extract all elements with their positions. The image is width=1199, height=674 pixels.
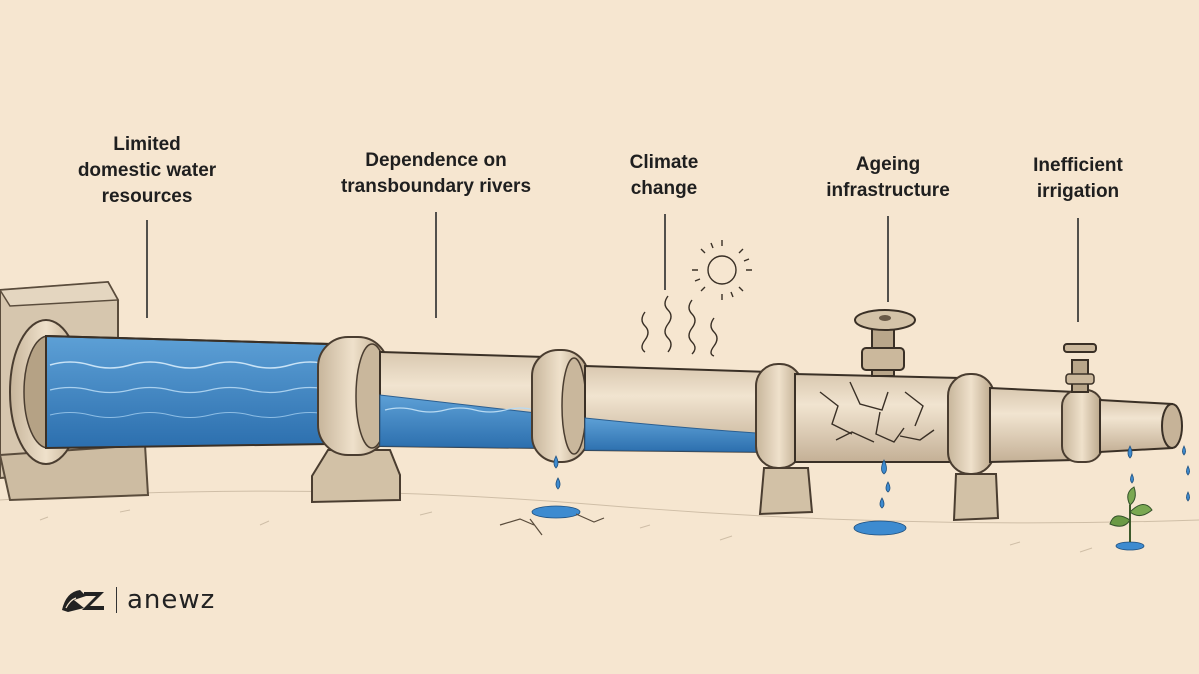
- ground-crack: [499, 513, 605, 536]
- label-limited-domestic-water-resources: Limited domestic water resources: [42, 132, 252, 210]
- flange-joint: [947, 373, 995, 475]
- water-leak-drops: [531, 455, 581, 519]
- label-dependence-on-transboundary-rivers: Dependence on transboundary rivers: [318, 148, 554, 200]
- heat-waves-icon: [641, 295, 718, 357]
- label-inefficient-irrigation: Inefficient irrigation: [1000, 153, 1156, 205]
- flange-joint: [531, 349, 589, 463]
- valve-handwheel: [854, 309, 916, 377]
- label-climate-change: Climate change: [594, 150, 734, 202]
- label-line: infrastructure: [826, 180, 950, 201]
- label-line: Limited: [113, 134, 181, 155]
- cracked-pipe-segment: [794, 372, 961, 463]
- label-line: transboundary rivers: [340, 176, 532, 197]
- ground-texture: [0, 490, 1199, 553]
- label-line: change: [630, 178, 698, 199]
- sun-icon: [692, 240, 752, 300]
- label-line: Dependence on: [365, 150, 507, 171]
- label-line: Climate: [629, 152, 699, 173]
- label-line: irrigation: [1036, 181, 1120, 202]
- pipe-support: [758, 467, 814, 516]
- leader-lines: [146, 212, 1079, 322]
- pipe-segment-half: [379, 350, 546, 450]
- label-line: Inefficient: [1033, 155, 1123, 176]
- pipe-support: [311, 449, 401, 504]
- label-line: domestic water: [77, 160, 217, 181]
- brand-logo: anewz: [60, 583, 215, 617]
- pipe-end-segment: [989, 386, 1183, 464]
- label-line: resources: [101, 186, 193, 207]
- seedling-icon: [1109, 486, 1153, 542]
- pipe-support: [952, 473, 1000, 522]
- pipe-segment-low: [584, 364, 771, 454]
- water-drips: [1115, 445, 1190, 551]
- label-ageing-infrastructure: Ageing infrastructure: [808, 152, 968, 204]
- brand-separator: [116, 587, 117, 613]
- flange-joint: [317, 336, 389, 456]
- anewz-logo-icon: [62, 590, 104, 612]
- brand-name: anewz: [127, 585, 216, 615]
- pipe-segment-full: [45, 334, 331, 450]
- label-line: Ageing: [855, 154, 921, 175]
- tap-faucet: [1063, 343, 1097, 393]
- water-leak-drops: [853, 459, 907, 536]
